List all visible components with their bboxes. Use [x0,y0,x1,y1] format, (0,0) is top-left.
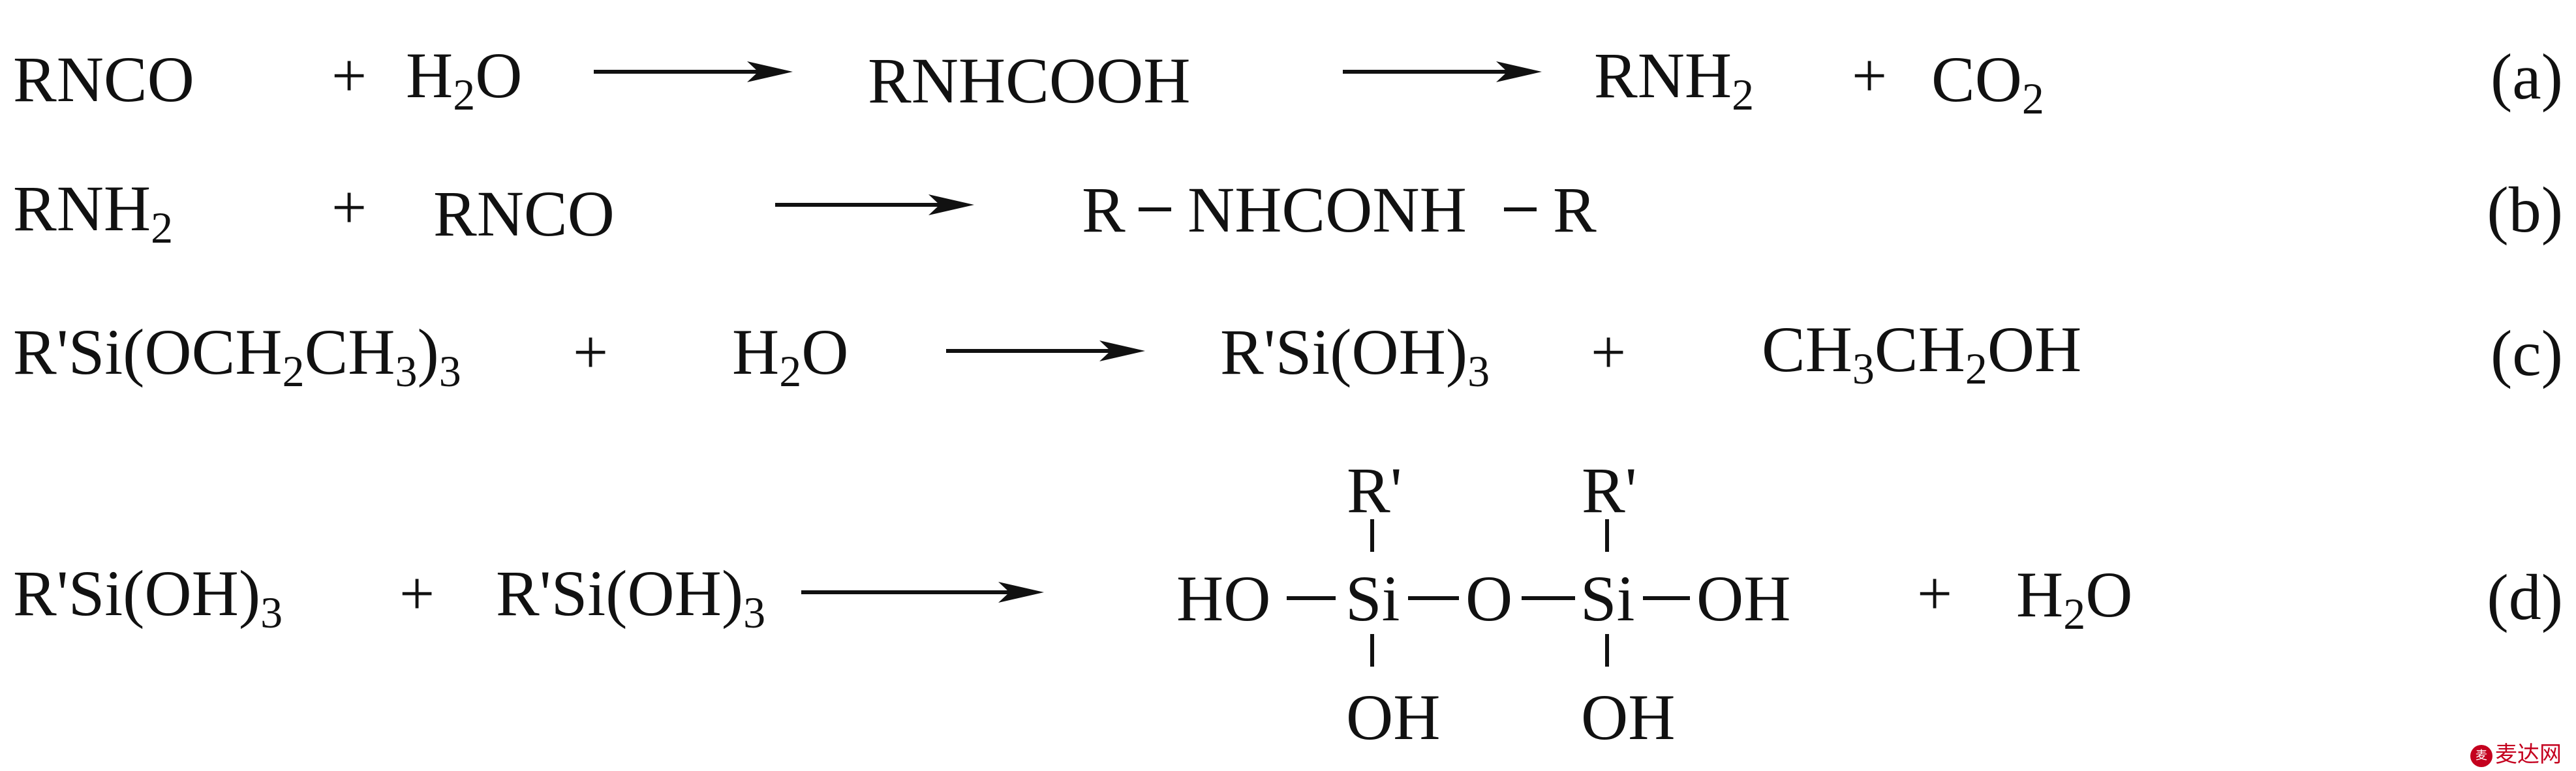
reaction-a-reactant2: H2O [406,39,523,120]
bond-line [1370,519,1374,552]
structure-si-right: Si [1580,562,1635,635]
structure-left-group: HO [1176,562,1271,635]
reaction-a-product2: CO2 [1931,43,2044,124]
bond-line [1287,596,1336,600]
bond-line [1605,519,1609,552]
right-arrow-icon [801,582,1044,603]
reaction-d-plus2: + [1917,558,1953,628]
right-arrow-icon [775,194,974,215]
reaction-b-plus1: + [331,172,367,242]
watermark-text: 麦达网 [2495,742,2562,768]
bond-line [1522,596,1575,600]
structure-bottom-left: OH [1346,681,1441,753]
reaction-d-plus1: + [399,558,435,628]
reaction-a-product1: RNH2 [1594,39,1755,120]
reaction-c-plus1: + [573,317,609,387]
reaction-a-intermediate: RNHCOOH [868,44,1191,117]
structure-top-right: R' [1582,454,1637,526]
watermark-badge-icon: 麦 [2470,744,2492,767]
bond-line [1504,207,1537,211]
reaction-c-reactant2: H2O [732,316,849,397]
reaction-c-product1: R'Si(OH)3 [1220,316,1490,397]
bond-line [1370,634,1374,667]
reaction-b-product-left: R [1082,174,1126,246]
structure-bottom-right: OH [1581,681,1676,753]
reaction-b-label: (b) [2487,174,2563,246]
reaction-c-plus2: + [1591,317,1627,387]
reaction-a-label: (a) [2491,40,2563,113]
reaction-b-reactant2: RNCO [433,177,615,250]
structure-si-left: Si [1345,562,1400,635]
reaction-a-plus1: + [331,40,367,110]
reaction-d-label: (d) [2487,561,2563,633]
reaction-a-plus2: + [1852,40,1888,110]
reaction-d-product2: H2O [2016,558,2133,639]
reaction-a-reactant1: RNCO [13,43,194,115]
reaction-c-reactant1: R'Si(OCH2CH3)3 [13,316,461,397]
bond-line [1643,596,1690,600]
bond-line [1408,596,1459,600]
reaction-d-reactant1: R'Si(OH)3 [13,557,283,638]
right-arrow-icon [594,61,793,82]
structure-top-left: R' [1347,454,1402,526]
reaction-b-reactant1: RNH2 [13,172,174,253]
reaction-b-product-right: R [1553,174,1597,246]
bond-line [1139,207,1171,211]
right-arrow-icon [1343,61,1542,82]
reaction-c-label: (c) [2491,317,2563,389]
reaction-d-reactant2: R'Si(OH)3 [496,557,766,638]
reaction-b-product-mid: NHCONH [1188,174,1467,246]
reaction-c-product2: CH3CH2OH [1762,313,2082,394]
bond-line [1605,634,1609,667]
structure-bridge-oxygen: O [1465,562,1513,635]
structure-right-group: OH [1696,562,1791,635]
right-arrow-icon [946,340,1145,361]
watermark-logo: 麦麦达网 [2470,736,2562,768]
